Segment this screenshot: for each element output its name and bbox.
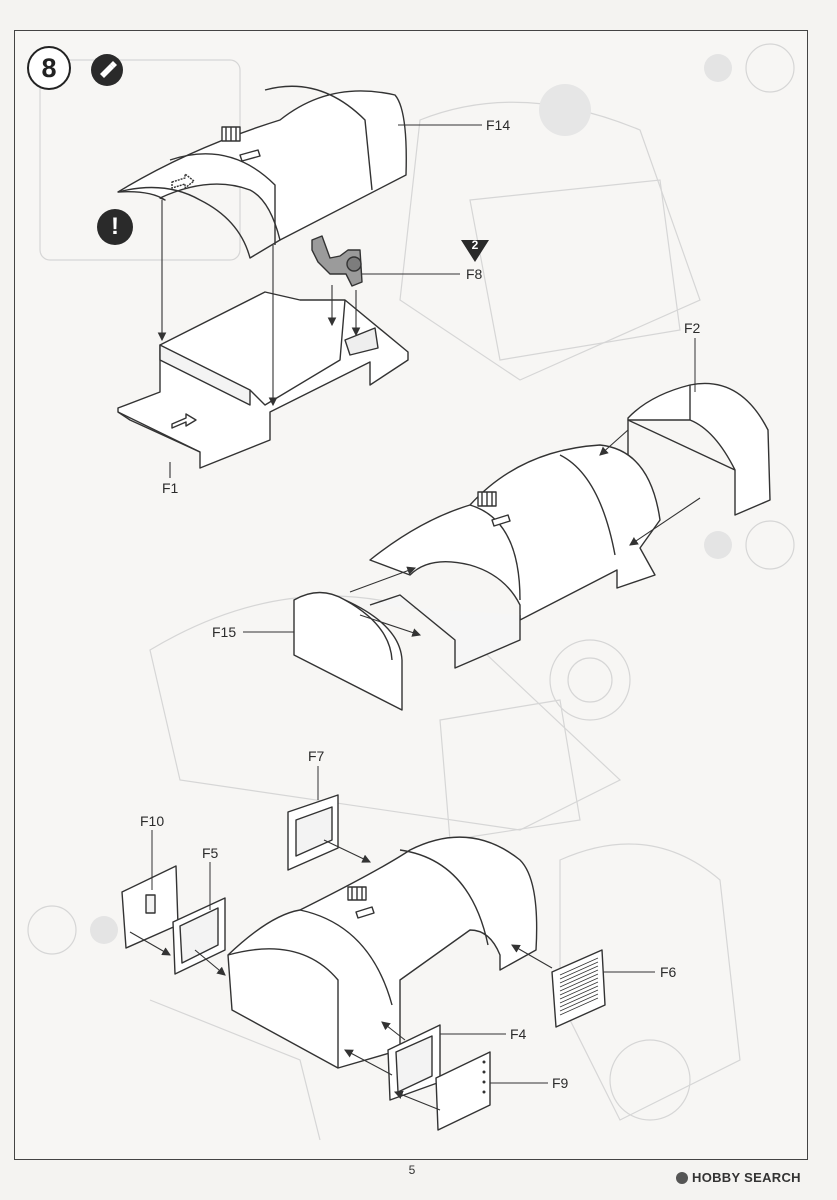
label-f7: F7 (308, 748, 325, 764)
middle-assembly-body (369, 444, 661, 669)
part-f10-door (121, 865, 179, 949)
label-f10: F10 (140, 813, 165, 829)
part-f14-roof (117, 85, 407, 259)
label-f9: F9 (552, 1075, 569, 1091)
part-f6-grille (551, 949, 606, 1028)
part-leader-lines (151, 124, 696, 1084)
hobby-search-watermark: HOBBY SEARCH (676, 1170, 801, 1185)
part-f9-panel (435, 1051, 491, 1131)
part-f4-panel (387, 1024, 441, 1101)
part-f5-panel (172, 897, 226, 975)
bottom-assembly-body (227, 836, 538, 1069)
label-f14: F14 (486, 117, 511, 133)
part-f7-panel (287, 794, 339, 871)
part-f8-fitting (311, 235, 363, 287)
part-f15-end-panel (293, 591, 403, 711)
step-number-badge: 8 (27, 46, 71, 90)
label-f1: F1 (162, 480, 179, 496)
label-f4: F4 (510, 1026, 527, 1042)
page-number: 5 (408, 1163, 416, 1177)
glue-tube-icon-glyph (100, 61, 117, 78)
paint-step-number: 2 (471, 238, 479, 252)
label-f8: F8 (466, 266, 483, 282)
watermark-logo-icon (676, 1171, 688, 1184)
glue-tube-icon (91, 54, 123, 86)
watermark-text: HOBBY SEARCH (692, 1170, 801, 1185)
label-f2: F2 (684, 320, 701, 336)
label-f5: F5 (202, 845, 219, 861)
part-f2-end-cap (627, 382, 771, 516)
label-f15: F15 (212, 624, 237, 640)
exclamation-icon: ! (97, 209, 133, 245)
ghost-background-drawing (27, 43, 795, 1141)
paint-step-triangle-icon (461, 240, 489, 262)
part-f1-base (117, 291, 409, 469)
label-f6: F6 (660, 964, 677, 980)
